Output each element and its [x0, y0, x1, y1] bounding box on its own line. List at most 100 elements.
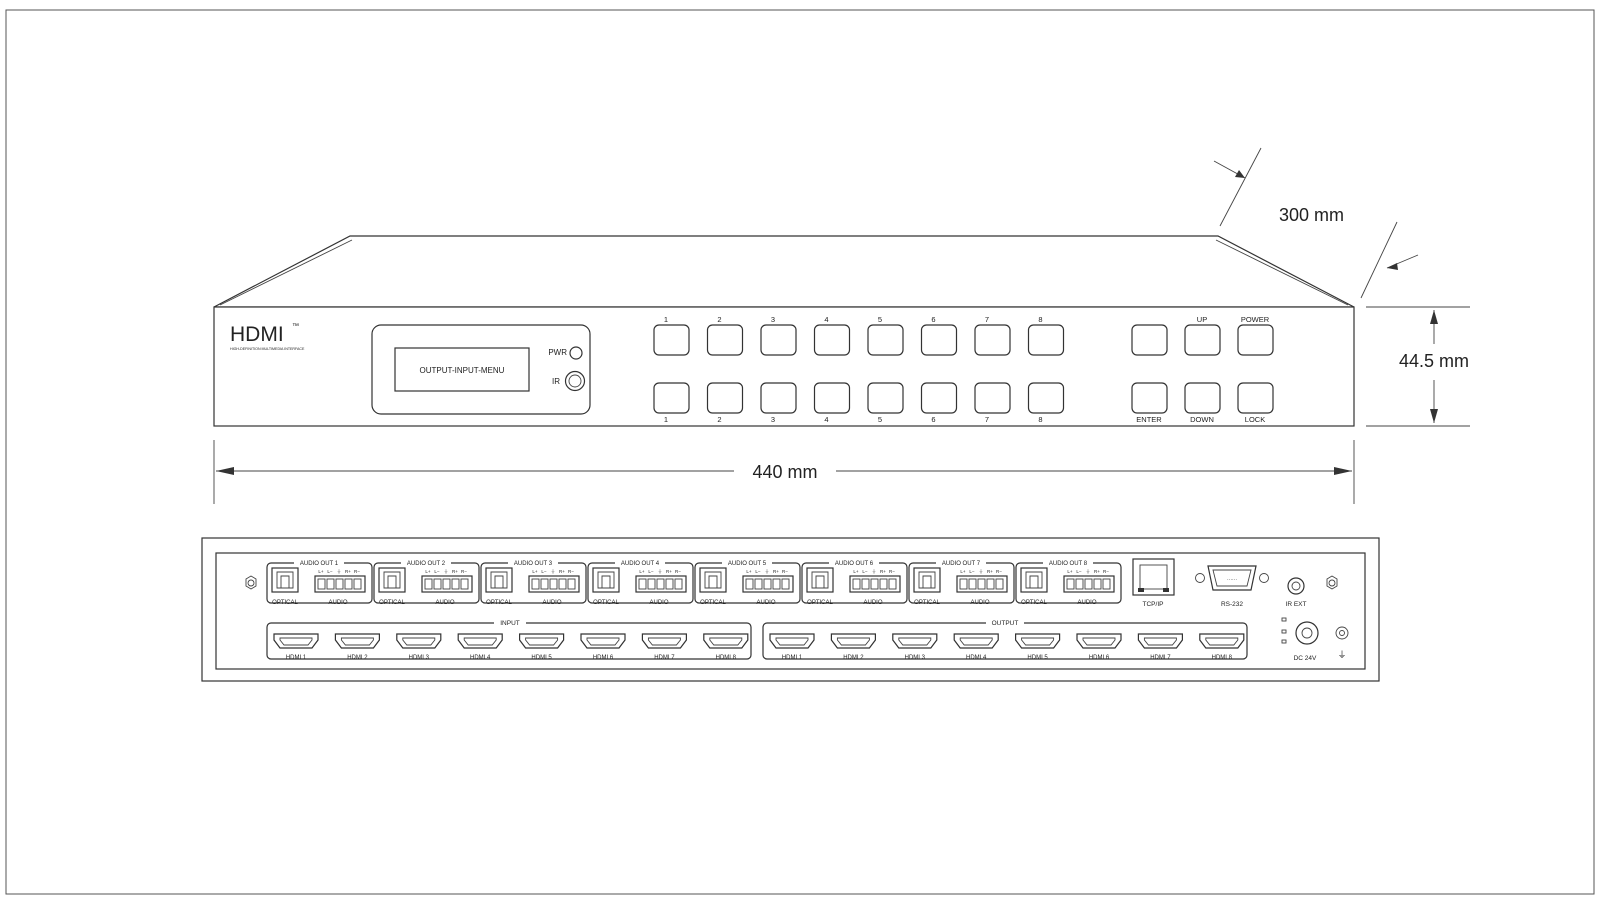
terminal-pin-label: ⏚ [765, 568, 770, 574]
input-select-button[interactable] [920, 382, 958, 414]
terminal-pin-label: R+ [666, 569, 672, 574]
polarity-icon [1281, 639, 1287, 644]
output-select-button[interactable] [867, 324, 904, 356]
terminal-pin-label: ⏚ [337, 568, 342, 574]
tcpip-label: TCP/IP [1143, 601, 1164, 608]
hdmi-port-icon [641, 633, 687, 649]
terminal-pin-label: R− [568, 569, 574, 574]
terminal-pin-label: L− [648, 569, 654, 574]
rs232-port-icon [1207, 565, 1257, 591]
terminal-pin-label: ⏚ [551, 568, 556, 574]
ir-sensor-inner [568, 374, 582, 388]
irext-jack-inner [1291, 581, 1301, 591]
terminal-slot [335, 578, 344, 590]
output-select-button[interactable] [706, 324, 744, 356]
input-button-label: 6 [931, 415, 935, 424]
power-button[interactable] [1237, 324, 1274, 356]
terminal-slot [1066, 578, 1075, 590]
audio-terminal-block-icon [635, 575, 687, 593]
audio-out-title: AUDIO OUT 3 [514, 561, 553, 567]
terminal-pin-label: R− [1103, 569, 1109, 574]
input-select-button[interactable] [974, 382, 1011, 414]
terminal-slot [852, 578, 861, 590]
terminal-pin-label: ⏚ [1086, 568, 1091, 574]
output-select-button[interactable] [653, 324, 690, 356]
chassis-top-edge [219, 239, 353, 306]
input-select-button[interactable] [706, 382, 744, 414]
terminal-pin-label: L+ [532, 569, 538, 574]
output-button-label: 2 [717, 315, 721, 324]
hdmi-input-port: HDMI 5 [519, 633, 565, 661]
optical-port-inner [918, 571, 936, 589]
input-select-button[interactable] [867, 382, 904, 414]
hdmi-port-inner [1143, 637, 1177, 646]
terminal-slot [326, 578, 335, 590]
audio-out-title-bg [1043, 558, 1093, 566]
irext-jack-icon [1287, 577, 1305, 595]
ir-label: IR [552, 377, 560, 386]
terminal-slot [540, 578, 549, 590]
hdmi-input-port: HDMI 8 [703, 633, 749, 661]
hdmi-input-port: HDMI 4 [457, 633, 503, 661]
terminal-pin-label: L+ [318, 569, 324, 574]
audio-label: AUDIO [1077, 600, 1096, 606]
enter-button-label: ENTER [1136, 415, 1162, 424]
input-select-button[interactable] [813, 382, 851, 414]
hdmi-port-label: HDMI 1 [286, 655, 307, 661]
output-select-button[interactable] [974, 324, 1011, 356]
hdmi-logo: HDMI [230, 323, 284, 346]
lock-button[interactable] [1237, 382, 1274, 414]
output-select-button[interactable] [813, 324, 851, 356]
output-select-button[interactable] [760, 324, 797, 356]
hdmi-port-inner [402, 637, 436, 646]
input-select-button[interactable] [760, 382, 797, 414]
power-button-label: POWER [1241, 315, 1270, 324]
hdmi-port-icon [580, 633, 626, 649]
terminal-slot [763, 578, 772, 590]
hdmi-port-inner [709, 637, 743, 646]
hdmi-port-inner [959, 637, 993, 646]
terminal-slot [754, 578, 763, 590]
tcpip-led [1163, 588, 1169, 592]
lcd-screen [394, 347, 530, 392]
control-button-top-left[interactable] [1131, 324, 1168, 356]
optical-port-inner [383, 571, 401, 589]
dimensions: 300 mm 44.5 mm 440 mm [213, 147, 1470, 504]
down-button[interactable] [1184, 382, 1221, 414]
terminal-slot [870, 578, 879, 590]
width-arrowhead [216, 467, 234, 475]
output-button-label: 7 [985, 315, 989, 324]
width-dimension: 440 mm [752, 462, 817, 482]
output-select-button[interactable] [920, 324, 958, 356]
input-button-label: 3 [771, 415, 775, 424]
drawing-frame [5, 9, 1595, 895]
depth-dimension: 300 mm [1279, 205, 1344, 225]
hdmi-port-icon [1015, 633, 1061, 649]
depth-arrowhead [1235, 170, 1245, 178]
terminal-pin-label: ⏚ [979, 568, 984, 574]
hdmi-port-inner [586, 637, 620, 646]
terminal-pin-label: ⏚ [444, 568, 449, 574]
terminal-slot [968, 578, 977, 590]
ground-symbol: ⏚ [1337, 650, 1346, 660]
up-button[interactable] [1184, 324, 1221, 356]
hdmi-port-icon [953, 633, 999, 649]
terminal-pin-label: L+ [746, 569, 752, 574]
terminal-pin-label: R+ [559, 569, 565, 574]
terminal-slot [995, 578, 1004, 590]
optical-port-core [387, 575, 397, 589]
input-select-button[interactable] [653, 382, 690, 414]
optical-port-core [1029, 575, 1039, 589]
input-button-label: 4 [824, 415, 828, 424]
pwr-led-icon [569, 346, 583, 360]
enter-button[interactable] [1131, 382, 1168, 414]
optical-label: OPTICAL [700, 600, 726, 606]
hdmi-port-label: HDMI 6 [593, 655, 614, 661]
input-select-button[interactable] [1027, 382, 1065, 414]
optical-port-core [601, 575, 611, 589]
audio-terminal-block-icon [314, 575, 366, 593]
output-select-button[interactable] [1027, 324, 1065, 356]
